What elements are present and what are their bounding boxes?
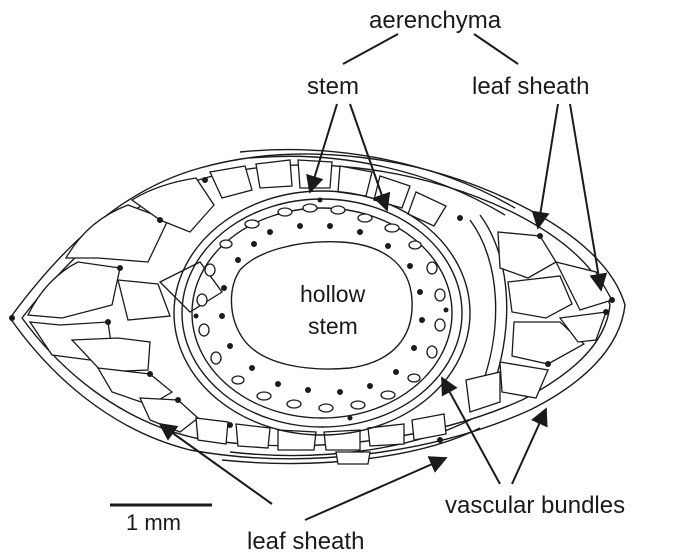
label-stem: stem xyxy=(307,73,359,100)
label-hollow: hollow xyxy=(300,281,366,307)
label-leaf-sheath-top: leaf sheath xyxy=(472,73,589,100)
label-aerenchyma: aerenchyma xyxy=(369,7,502,34)
aerenchyma-chambers-top xyxy=(210,160,446,226)
aerenchyma-connectors xyxy=(343,34,518,64)
aerenchyma-chambers-right xyxy=(466,232,612,412)
scale-bar-label: 1 mm xyxy=(126,510,181,535)
label-leaf-sheath-bottom: leaf sheath xyxy=(247,528,364,555)
label-stem-inner: stem xyxy=(308,313,358,339)
label-vascular-bundles: vascular bundles xyxy=(445,492,625,519)
